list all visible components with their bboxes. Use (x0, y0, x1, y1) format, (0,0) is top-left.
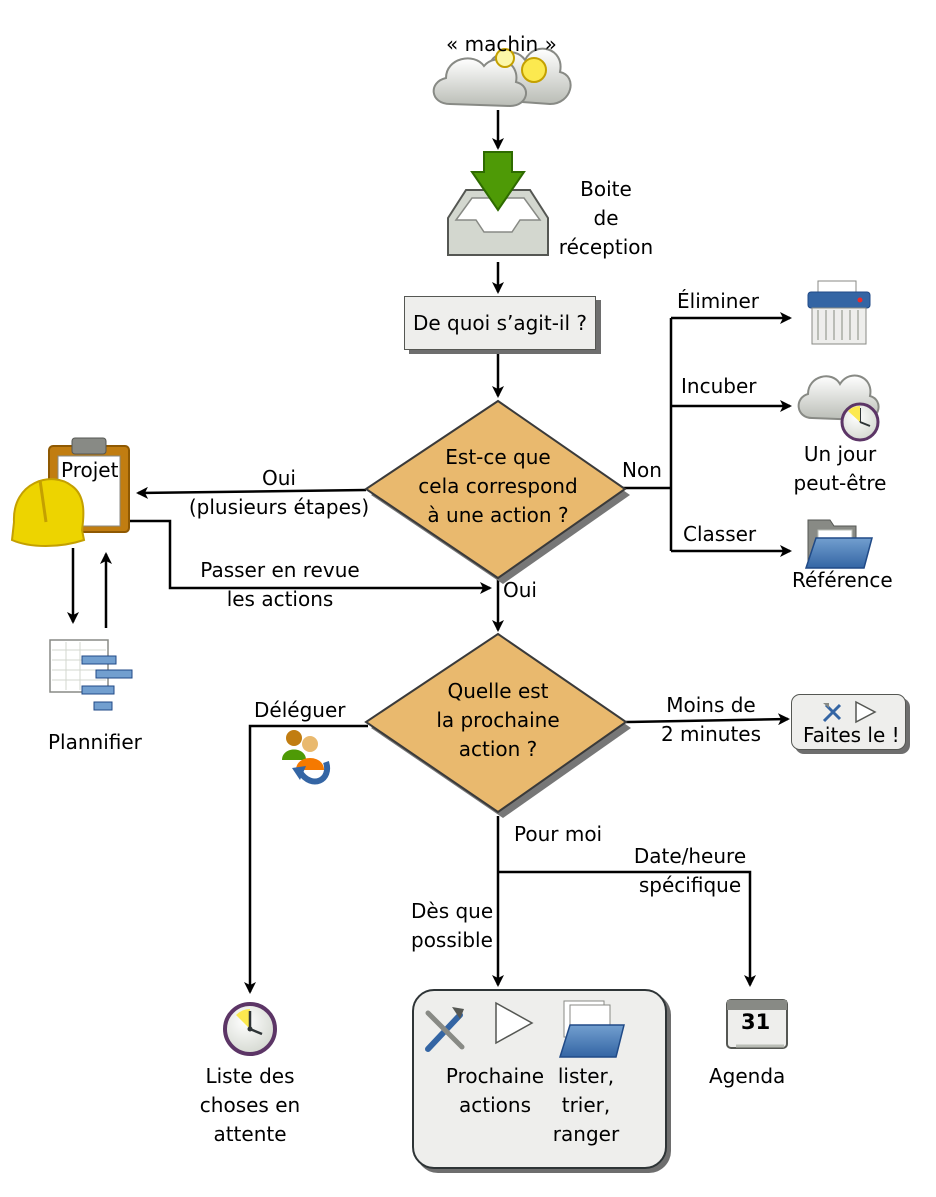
edge-label-line: les actions (226, 587, 334, 611)
next-actions-box (412, 989, 667, 1169)
someday-label: Un jour peut-être (775, 440, 905, 498)
inbox-label-line: réception (558, 235, 654, 259)
edge-label-oui-multi: Oui (plusieurs étapes) (176, 464, 382, 522)
edge-less2 (625, 713, 790, 726)
edge-label-line: spécifique (638, 873, 742, 897)
cloud-idea-icon (432, 47, 572, 108)
machin-label: « machin » (446, 32, 557, 56)
edge-label-line: 2 minutes (660, 722, 762, 746)
edge-label-line: Dès que (411, 899, 494, 923)
calendar-day-number: 31 (741, 1010, 771, 1034)
next-actions-label-line: Prochaine (445, 1064, 545, 1088)
edge-label-line: (plusieurs étapes) (188, 495, 370, 519)
edge-specific (498, 870, 756, 987)
connectors (67, 110, 792, 994)
decision2-label-line: la prochaine (436, 708, 560, 732)
someday-label-line: peut-être (793, 471, 887, 495)
someday-label-line: Un jour (803, 442, 877, 466)
reference-folder-icon (804, 519, 873, 569)
edge-label-incuber: Incuber (681, 374, 757, 398)
edge-label-deleguer: Déléguer (254, 698, 346, 722)
edge-label-specific: Date/heure spécifique (624, 842, 756, 900)
edge-label-line: Moins de (666, 693, 756, 717)
calendar-icon (726, 999, 788, 1049)
edge-label-line: Passer en revue (200, 558, 360, 582)
next-actions-label: Prochaine actions (428, 1062, 562, 1120)
shredder-icon (807, 280, 871, 345)
inbox-label-line: de (593, 206, 619, 230)
edge-label-less2: Moins de 2 minutes (645, 691, 777, 749)
plannifier-label: Plannifier (48, 730, 142, 754)
edge-label-classer: Classer (683, 522, 757, 546)
edge-review (130, 519, 492, 594)
next-actions-label-line: actions (459, 1093, 531, 1117)
edge-label-oui: Oui (503, 578, 537, 602)
waiting-label-line: choses en (199, 1093, 301, 1117)
decision1-label-line: Est-ce que (445, 445, 551, 469)
do-it-label: Faites le ! (803, 723, 900, 747)
question-box: De quoi s’agit-il ? (404, 296, 596, 350)
sort-label-line: ranger (552, 1122, 620, 1146)
waiting-label-line: attente (213, 1122, 287, 1146)
edge-label-non: Non (622, 458, 662, 482)
question-text: De quoi s’agit-il ? (412, 311, 587, 335)
agenda-label: Agenda (709, 1064, 786, 1088)
edge-label-pour-moi: Pour moi (514, 822, 603, 846)
edge-label-line: Date/heure (633, 844, 747, 868)
waiting-label-line: Liste des (205, 1064, 295, 1088)
edge-label-review: Passer en revue les actions (185, 556, 375, 614)
inbox-label: Boite de réception (548, 175, 664, 262)
waiting-label: Liste des choses en attente (185, 1062, 315, 1149)
tools-icon (425, 1001, 534, 1052)
decision1-label: Est-ce que cela correspond à une action … (400, 443, 596, 530)
project-clipboard-helmet-icon (10, 437, 130, 547)
reference-label: Référence (792, 568, 893, 592)
sort-label-line: lister, (557, 1064, 615, 1088)
sort-folder-icon (558, 1000, 625, 1058)
edge-label-line: Oui (262, 466, 296, 490)
decision2-diamond (364, 632, 628, 814)
edge-label-line: possible (411, 928, 493, 952)
sort-label-line: trier, (561, 1093, 611, 1117)
decision2-label: Quelle est la prochaine action ? (400, 677, 596, 764)
decision1-label-line: cela correspond (418, 474, 578, 498)
edge-label-eliminer: Éliminer (677, 289, 759, 313)
decision1-label-line: à une action ? (427, 503, 569, 527)
edge-deleguer (244, 724, 368, 994)
decision2-label-line: action ? (458, 737, 538, 761)
inbox-tray-icon (447, 151, 549, 256)
tools-play-icon (822, 700, 877, 724)
edge-label-asap: Dès que possible (411, 897, 493, 955)
edge-oui-multi (136, 486, 367, 499)
projet-label: Projet (61, 458, 119, 482)
decision2-label-line: Quelle est (447, 679, 549, 703)
delegate-users-icon (282, 730, 331, 785)
gantt-chart-icon (49, 639, 133, 711)
decision1-diamond (364, 399, 627, 580)
do-it-box: Faites le ! (791, 694, 906, 750)
sort-label: lister, trier, ranger (538, 1062, 634, 1149)
inbox-label-line: Boite (580, 177, 632, 201)
someday-cloud-clock-icon (797, 374, 880, 442)
waiting-clock-icon (223, 1002, 277, 1056)
